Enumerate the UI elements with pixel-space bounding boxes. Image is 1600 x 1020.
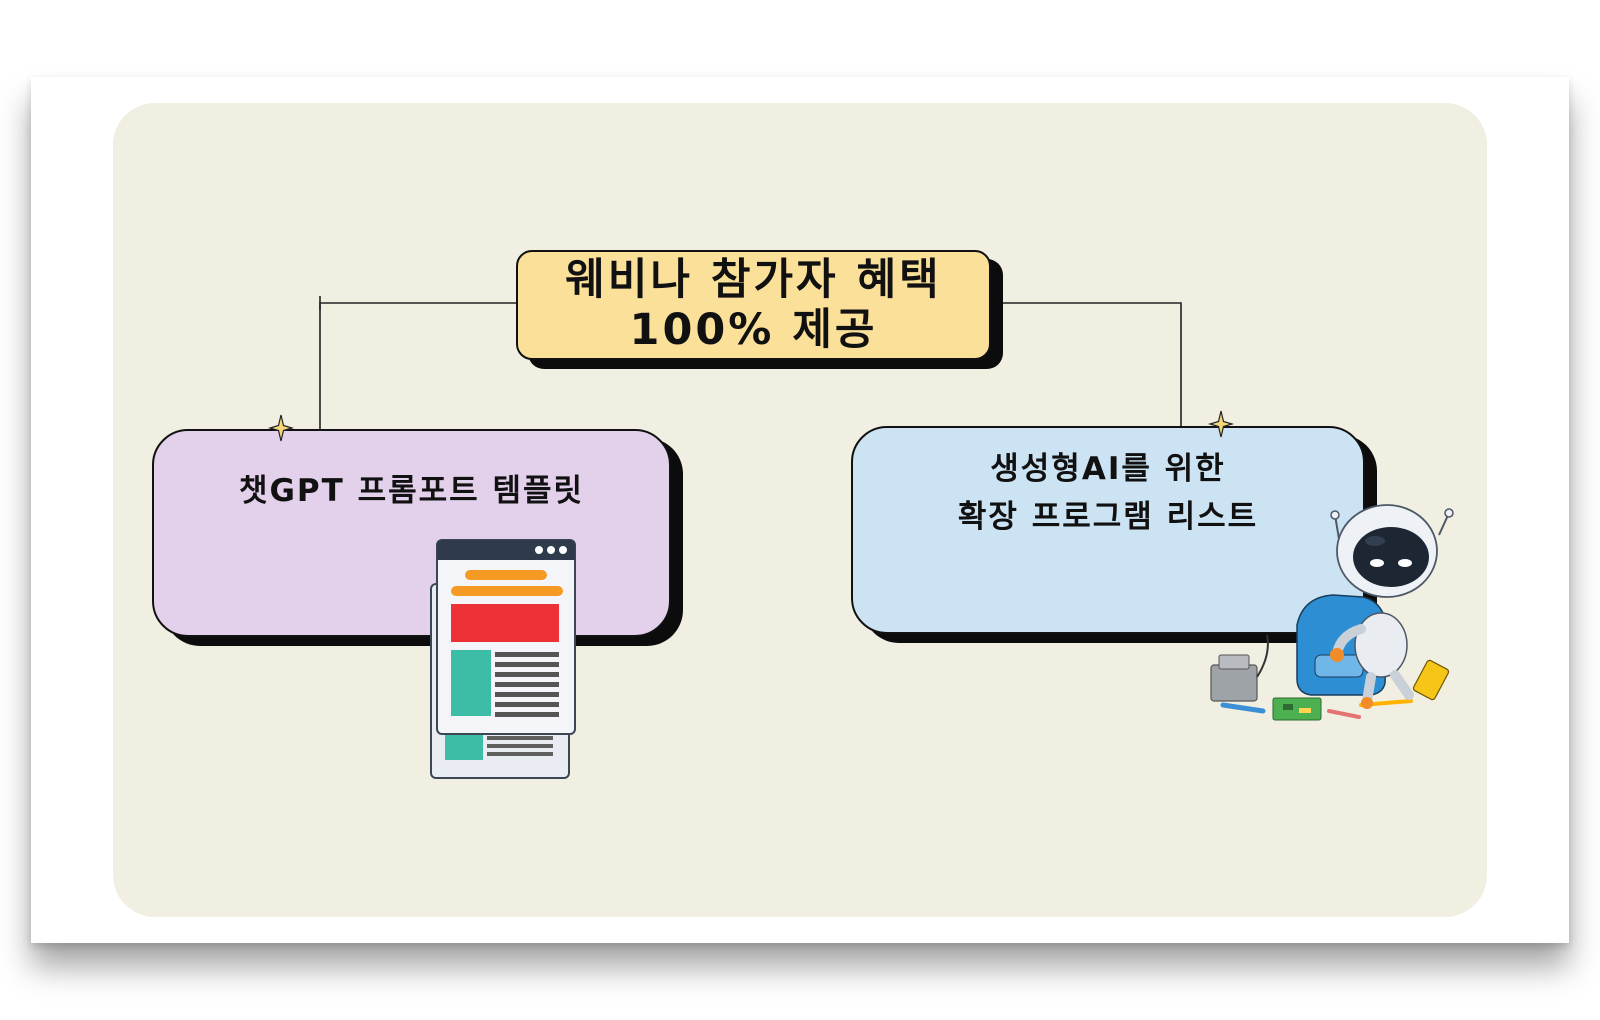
root-node-line1: 웨비나 참가자 혜택 — [565, 255, 942, 305]
robot-with-tools-icon — [1210, 504, 1454, 721]
web-document-icon — [430, 539, 576, 779]
sparkle-icon — [267, 414, 295, 442]
connector-right — [991, 302, 1182, 426]
root-node-line2: 100% 제공 — [629, 305, 878, 355]
child-node-right-line2: 확장 프로그램 리스트 — [957, 499, 1259, 535]
child-node-left-label: 챗GPT 프롬포트 템플릿 — [238, 473, 585, 509]
child-node-prompt-template: 챗GPT 프롬포트 템플릿 — [152, 429, 671, 637]
child-node-extension-list: 생성형AI를 위한 확장 프로그램 리스트 — [851, 426, 1365, 634]
child-node-right-line1: 생성형AI를 위한 — [990, 451, 1226, 487]
connector-left — [319, 302, 516, 429]
slide: 웨비나 참가자 혜택 100% 제공 챗GPT 프롬포트 템플릿 생성형AI를 … — [31, 77, 1569, 943]
connector-lines — [319, 296, 1182, 429]
sparkle-icon — [1207, 410, 1235, 438]
root-node-benefit: 웨비나 참가자 혜택 100% 제공 — [516, 250, 991, 360]
